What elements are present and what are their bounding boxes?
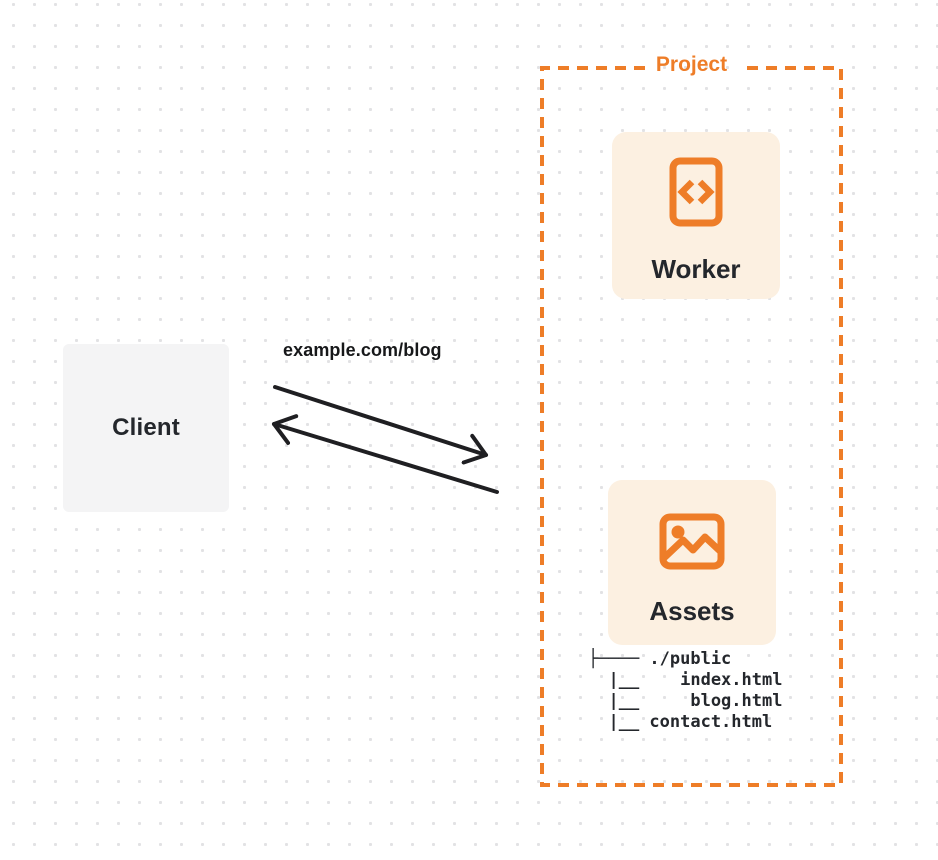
request-arrow-icon xyxy=(273,385,488,465)
assets-file-tree: ├──── ./public |__ index.html |__ blog.h… xyxy=(588,649,782,733)
assets-label: Assets xyxy=(649,596,735,626)
worker-label: Worker xyxy=(651,254,741,284)
tree-line-index: |__ index.html xyxy=(588,670,783,690)
request-url-label: example.com/blog xyxy=(283,340,442,360)
worker-card: Worker xyxy=(612,132,780,299)
tree-line-blog: |__ blog.html xyxy=(588,691,783,711)
project-title: Project xyxy=(655,53,728,76)
tree-line-contact: |__ contact.html xyxy=(588,712,773,732)
client-label: Client xyxy=(112,414,180,441)
tree-line-public: ├──── ./public xyxy=(588,649,732,669)
code-file-icon xyxy=(669,157,723,232)
client-box: Client xyxy=(63,344,229,512)
image-icon xyxy=(659,513,725,575)
response-arrow-icon xyxy=(272,414,499,494)
assets-card: Assets xyxy=(608,480,776,645)
